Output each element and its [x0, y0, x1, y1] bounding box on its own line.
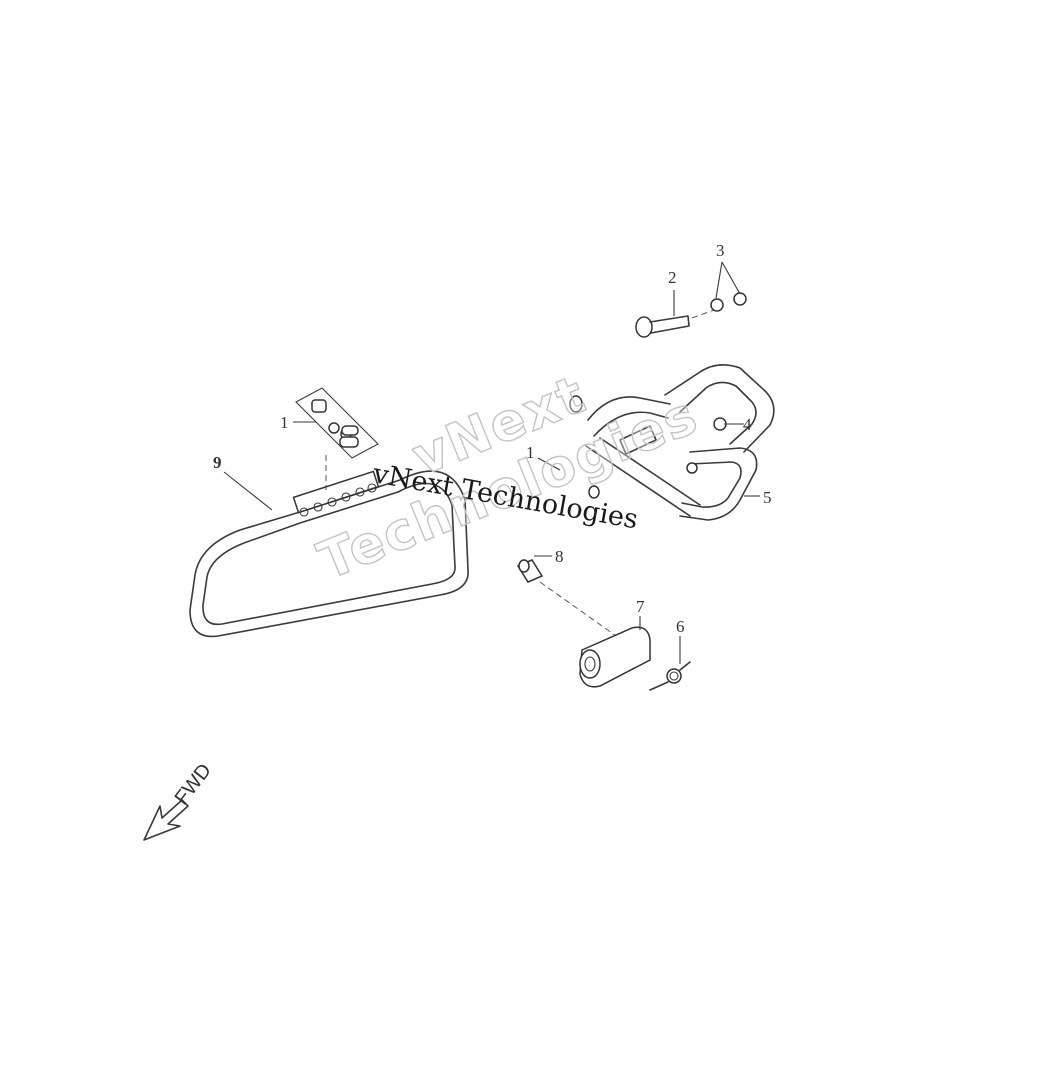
callout-3: 3: [716, 241, 725, 260]
callout-2: 2: [668, 268, 677, 287]
callout-6: 6: [676, 617, 685, 636]
callout-4: 4: [743, 415, 752, 434]
leader-lines: [223, 261, 760, 664]
tubular-swing-frame: [569, 364, 775, 521]
master-link-kit: [295, 387, 379, 490]
callout-8: 8: [555, 547, 564, 566]
callout-9: 9: [213, 453, 222, 472]
tension-spring: [649, 661, 691, 691]
callout-5: 5: [763, 488, 772, 507]
callout-7: 7: [636, 597, 645, 616]
fwd-label: FWD: [171, 760, 216, 809]
pivot-bolt: [635, 309, 715, 338]
drive-chain: [189, 470, 469, 638]
chain-links: [292, 470, 380, 517]
callout-1: 1: [280, 413, 289, 432]
forward-direction-indicator: FWD: [143, 760, 216, 841]
callout-1-frame: 1: [526, 443, 535, 462]
tensioner-bracket: [579, 626, 651, 688]
nuts: [710, 292, 747, 312]
